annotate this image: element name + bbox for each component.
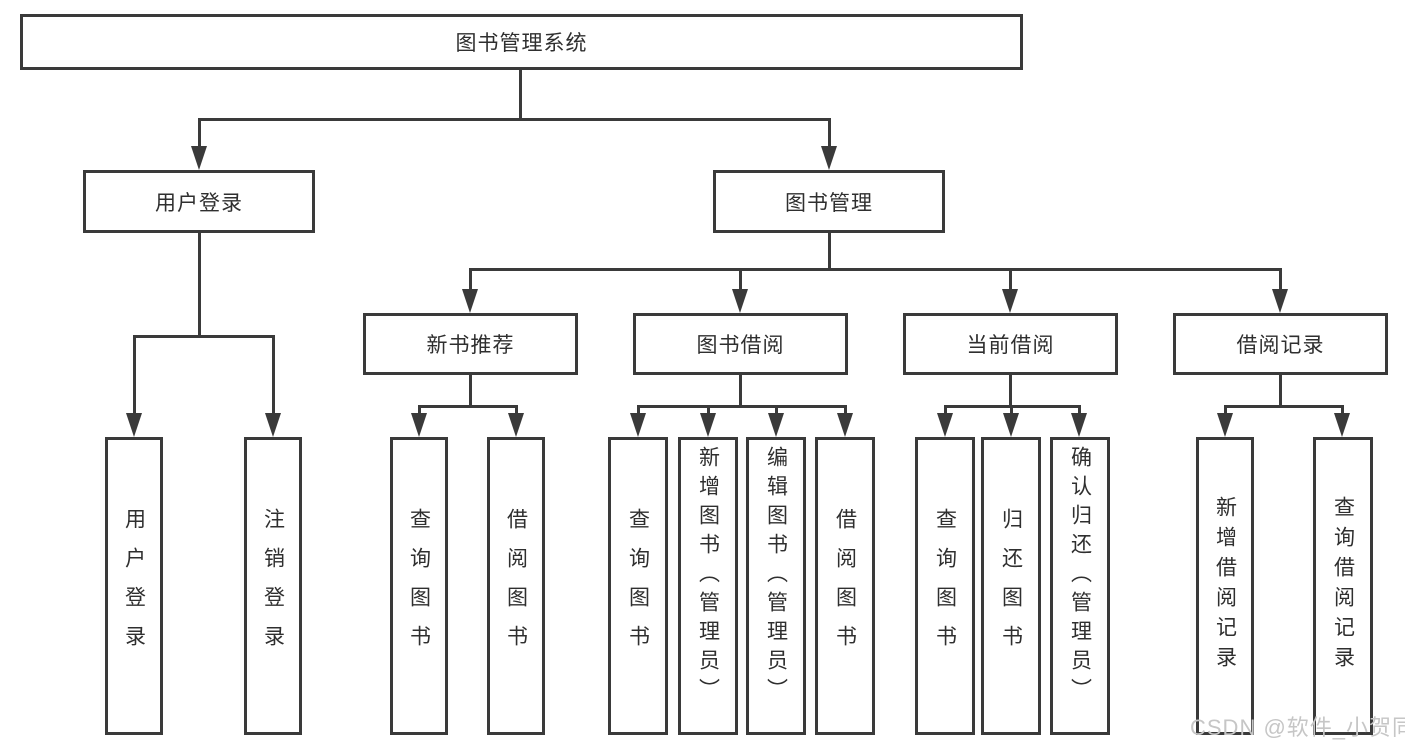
- node-book-borrow: 图书借阅: [633, 313, 848, 375]
- connector-drop: [707, 405, 710, 417]
- node-current-borrow-label: 当前借阅: [966, 334, 1055, 357]
- arrow-down-icon: [1272, 289, 1288, 313]
- connector-drop-borrow-records: [1279, 268, 1282, 291]
- connector-drop: [1078, 405, 1081, 417]
- connector-book-mgmt-hline: [469, 268, 1282, 271]
- connector-root-hline: [198, 118, 831, 121]
- connector-drop-book-mgmt: [828, 118, 831, 148]
- connector-book-borrow-hline: [637, 405, 846, 408]
- connector-drop: [1341, 405, 1344, 417]
- leaf-add-borrow-record: 新增借阅记录: [1196, 437, 1254, 735]
- arrow-down-icon: [411, 413, 427, 437]
- node-root: 图书管理系统: [20, 14, 1023, 70]
- connector-drop-new-book-rec: [469, 268, 472, 291]
- arrow-down-icon: [126, 413, 142, 437]
- arrow-down-icon: [937, 413, 953, 437]
- node-new-book-rec: 新书推荐: [363, 313, 578, 375]
- arrow-down-icon: [191, 146, 207, 170]
- arrow-down-icon: [1071, 413, 1087, 437]
- leaf-borrow-book-rec: 借阅图书: [487, 437, 545, 735]
- leaf-borrow-book: 借阅图书: [815, 437, 875, 735]
- connector-drop: [637, 405, 640, 417]
- node-user-login-label: 用户登录: [155, 191, 243, 215]
- node-book-borrow-label: 图书借阅: [696, 334, 785, 357]
- connector-drop: [1010, 405, 1013, 417]
- arrow-down-icon: [1217, 413, 1233, 437]
- connector-drop: [515, 405, 518, 417]
- connector-user-login-stem: [198, 233, 201, 337]
- connector-drop-login-leaf1: [133, 335, 136, 415]
- connector-drop: [775, 405, 778, 417]
- connector-borrow-records-stem: [1279, 375, 1282, 407]
- connector-drop-current-borrow: [1009, 268, 1012, 291]
- leaf-query-current: 查询图书: [915, 437, 975, 735]
- leaf-user-login: 用户登录: [105, 437, 163, 735]
- leaf-logout: 注销登录: [244, 437, 302, 735]
- connector-drop: [418, 405, 421, 417]
- node-book-mgmt-label: 图书管理: [785, 191, 873, 215]
- arrow-down-icon: [508, 413, 524, 437]
- leaf-query-book: 查询图书: [608, 437, 668, 735]
- arrow-down-icon: [265, 413, 281, 437]
- node-root-label: 图书管理系统: [455, 32, 588, 55]
- arrow-down-icon: [1334, 413, 1350, 437]
- leaf-edit-book-admin: 编辑图书（管理员）: [746, 437, 806, 735]
- leaf-query-borrow-record: 查询借阅记录: [1313, 437, 1373, 735]
- node-borrow-records: 借阅记录: [1173, 313, 1388, 375]
- arrow-down-icon: [700, 413, 716, 437]
- connector-user-login-hline: [133, 335, 275, 338]
- node-book-mgmt: 图书管理: [713, 170, 945, 233]
- arrow-down-icon: [462, 289, 478, 313]
- connector-drop: [944, 405, 947, 417]
- arrow-down-icon: [1003, 413, 1019, 437]
- connector-new-book-rec-hline: [418, 405, 517, 408]
- connector-drop-login-leaf2: [272, 335, 275, 415]
- arrow-down-icon: [837, 413, 853, 437]
- arrow-down-icon: [630, 413, 646, 437]
- connector-current-borrow-stem: [1009, 375, 1012, 407]
- connector-new-book-rec-stem: [469, 375, 472, 407]
- connector-borrow-records-hline: [1224, 405, 1344, 408]
- leaf-add-book-admin: 新增图书（管理员）: [678, 437, 738, 735]
- node-borrow-records-label: 借阅记录: [1236, 334, 1325, 357]
- leaf-query-book-rec: 查询图书: [390, 437, 448, 735]
- node-new-book-rec-label: 新书推荐: [426, 334, 515, 357]
- connector-root-stem: [519, 70, 522, 120]
- arrow-down-icon: [821, 146, 837, 170]
- arrow-down-icon: [732, 289, 748, 313]
- arrow-down-icon: [1002, 289, 1018, 313]
- node-current-borrow: 当前借阅: [903, 313, 1118, 375]
- leaf-return-book: 归还图书: [981, 437, 1041, 735]
- connector-drop-user-login: [198, 118, 201, 148]
- csdn-watermark: CSDN @软件_小贺同学: [1190, 715, 1405, 740]
- arrow-down-icon: [768, 413, 784, 437]
- connector-drop: [844, 405, 847, 417]
- leaf-confirm-return-admin: 确认归还（管理员）: [1050, 437, 1110, 735]
- connector-book-mgmt-stem: [828, 233, 831, 270]
- node-user-login: 用户登录: [83, 170, 315, 233]
- connector-book-borrow-stem: [739, 375, 742, 407]
- connector-drop: [1224, 405, 1227, 417]
- connector-drop-book-borrow: [739, 268, 742, 291]
